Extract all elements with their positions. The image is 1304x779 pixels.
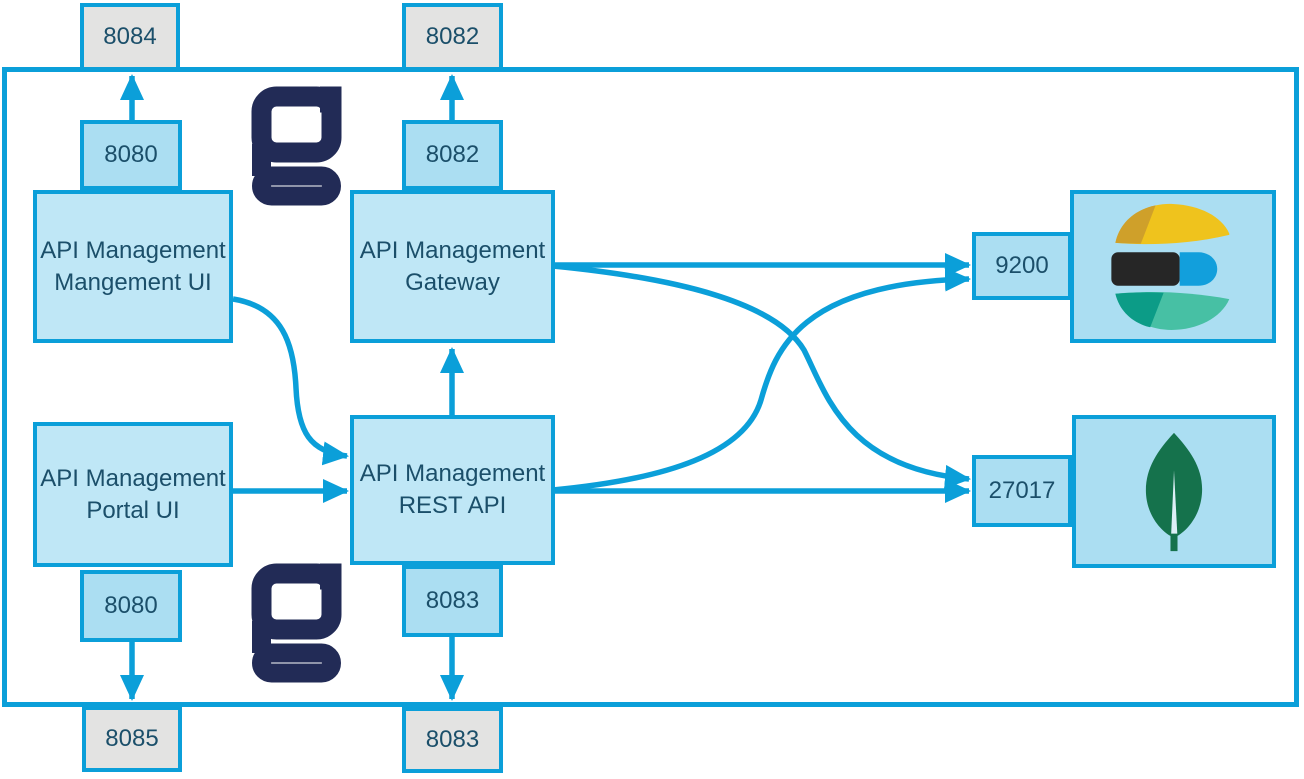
port-label: 27017 (988, 477, 1056, 504)
external-port-8085: 8085 (82, 706, 182, 772)
gravitee-g-logo (251, 563, 342, 683)
port-label: 8084 (103, 23, 157, 50)
node-label-line2: REST API (398, 492, 507, 519)
node-label-line2: Gateway (405, 268, 500, 296)
port-label: 8083 (425, 726, 480, 753)
portal-ui-port-8080: 8080 (80, 570, 182, 642)
port-label: 9200 (995, 252, 1049, 279)
rest-api-port-8083: 8083 (402, 565, 503, 637)
platform-boundary (2, 67, 1299, 707)
elasticsearch-logo (1111, 203, 1230, 330)
gateway-port-8082: 8082 (402, 120, 503, 190)
management-ui-node: API Management Mangement UI (33, 190, 233, 343)
rest-api-node: API Management REST API (350, 415, 555, 565)
port-label: 8082 (425, 23, 480, 50)
external-port-8084: 8084 (80, 3, 180, 71)
external-port-8082: 8082 (402, 3, 503, 71)
node-label-line1: API Management (359, 236, 546, 264)
mongodb-port-27017: 27017 (972, 455, 1072, 527)
port-label: 8082 (425, 141, 480, 168)
portal-ui-node: API Management Portal UI (33, 422, 233, 567)
port-label: 8085 (105, 725, 159, 752)
node-label-line1: API Management (359, 460, 546, 487)
node-label-line2: Portal UI (86, 496, 180, 524)
mongodb-node (1072, 415, 1276, 568)
port-label: 8080 (104, 141, 158, 168)
node-label-line2: Mangement UI (54, 268, 212, 296)
gateway-node: API Management Gateway (350, 190, 555, 343)
gravitee-g-logo (251, 86, 342, 206)
elasticsearch-node (1070, 190, 1276, 343)
management-ui-port-8080: 8080 (80, 120, 182, 190)
arrow-rest-api-to-elasticsearch (552, 267, 971, 493)
arrow-gateway-to-mongodb (552, 263, 971, 489)
arrow-management-ui-to-rest-api (232, 296, 349, 466)
mongodb-leaf-logo (1145, 432, 1203, 551)
port-label: 8080 (104, 592, 158, 619)
port-label: 8083 (425, 587, 480, 614)
node-label-line1: API Management (40, 236, 226, 264)
elasticsearch-port-9200: 9200 (972, 232, 1072, 300)
external-port-8083: 8083 (402, 707, 503, 773)
node-label-line1: API Management (40, 464, 226, 492)
